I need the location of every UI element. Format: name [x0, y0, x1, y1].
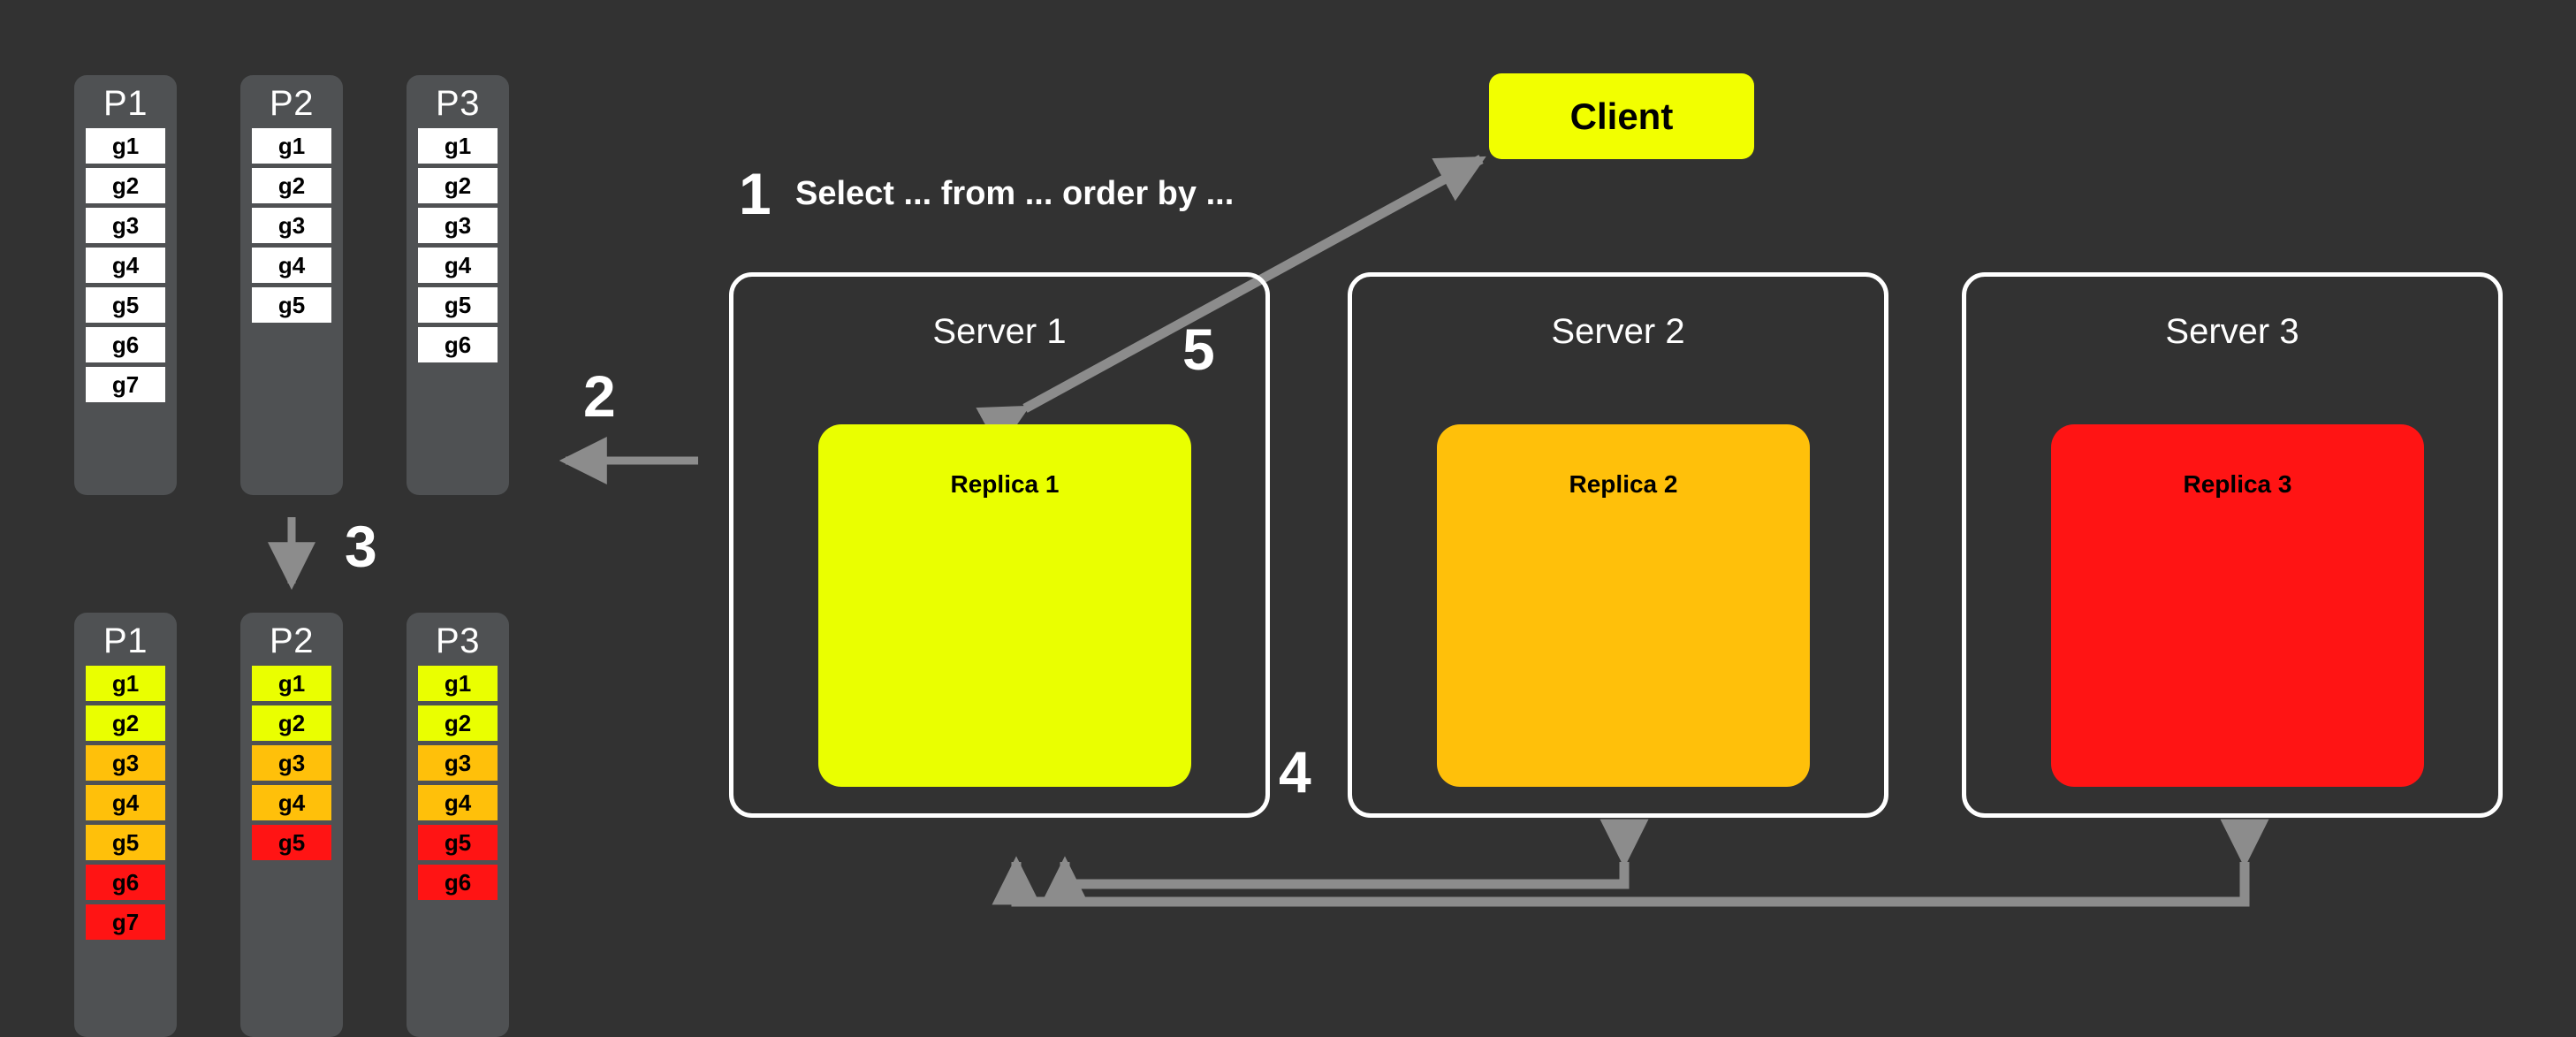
partition-title: P3	[436, 84, 480, 123]
server-title: Server 2	[1551, 312, 1685, 351]
partition-cell[interactable]: g6	[86, 865, 165, 900]
partition-card-top-p3[interactable]: P3 g1 g2 g3 g4 g5 g6	[407, 75, 509, 495]
partition-cell[interactable]: g6	[418, 327, 498, 362]
server-title: Server 3	[2165, 312, 2299, 351]
partition-cells: g1 g2 g3 g4 g5	[252, 666, 331, 865]
replica-box-1[interactable]: Replica 1	[818, 424, 1191, 787]
partition-cell[interactable]: g2	[418, 705, 498, 741]
partition-cell[interactable]: g2	[418, 168, 498, 203]
partition-title: P1	[103, 621, 148, 660]
step-1-query-label: Select ... from ... order by ...	[795, 175, 1235, 212]
replica-box-2[interactable]: Replica 2	[1437, 424, 1810, 787]
server-box-2[interactable]: Server 2 Replica 2	[1348, 272, 1888, 818]
partition-cell[interactable]: g3	[252, 208, 331, 243]
replica-label: Replica 1	[950, 470, 1060, 498]
partition-cells: g1 g2 g3 g4 g5 g6 g7	[86, 666, 165, 944]
partition-cell[interactable]: g5	[252, 287, 331, 323]
step-number-2: 2	[583, 363, 616, 429]
partition-card-bottom-p3[interactable]: P3 g1 g2 g3 g4 g5 g6	[407, 613, 509, 1037]
partition-cell[interactable]: g1	[252, 128, 331, 164]
partition-cell[interactable]: g4	[252, 785, 331, 820]
partition-title: P2	[270, 621, 314, 660]
partition-cell[interactable]: g5	[418, 825, 498, 860]
partition-cell[interactable]: g4	[418, 785, 498, 820]
partition-cell[interactable]: g7	[86, 367, 165, 402]
partition-cell[interactable]: g4	[418, 248, 498, 283]
partition-cell[interactable]: g4	[86, 248, 165, 283]
partition-cell[interactable]: g2	[86, 705, 165, 741]
partition-cells: g1 g2 g3 g4 g5 g6 g7	[86, 128, 165, 407]
partition-title: P2	[270, 84, 314, 123]
server-box-1[interactable]: Server 1 Replica 1	[729, 272, 1270, 818]
partition-title: P1	[103, 84, 148, 123]
client-label: Client	[1569, 95, 1674, 137]
partition-cell[interactable]: g6	[86, 327, 165, 362]
server-box-3[interactable]: Server 3 Replica 3	[1962, 272, 2503, 818]
partition-cell[interactable]: g3	[86, 208, 165, 243]
partition-card-top-p1[interactable]: P1 g1 g2 g3 g4 g5 g6 g7	[74, 75, 177, 495]
partition-cell[interactable]: g2	[252, 168, 331, 203]
partition-card-bottom-p2[interactable]: P2 g1 g2 g3 g4 g5	[240, 613, 343, 1037]
replica-label: Replica 3	[2183, 470, 2292, 498]
partition-cell[interactable]: g1	[86, 666, 165, 701]
partition-cell[interactable]: g3	[418, 745, 498, 781]
partition-cell[interactable]: g5	[252, 825, 331, 860]
partition-cell[interactable]: g1	[86, 128, 165, 164]
partition-cell[interactable]: g1	[418, 666, 498, 701]
partition-cell[interactable]: g6	[418, 865, 498, 900]
partition-cell[interactable]: g4	[252, 248, 331, 283]
step-number-4: 4	[1279, 739, 1311, 804]
client-box[interactable]: Client	[1489, 73, 1754, 159]
partition-cells: g1 g2 g3 g4 g5	[252, 128, 331, 327]
step-number-5: 5	[1182, 316, 1215, 382]
partition-cell[interactable]: g3	[418, 208, 498, 243]
step-number-1: 1	[739, 161, 771, 226]
step-number-3: 3	[345, 514, 377, 579]
partition-cell[interactable]: g2	[252, 705, 331, 741]
partition-cells: g1 g2 g3 g4 g5 g6	[418, 666, 498, 904]
partition-cell[interactable]: g1	[418, 128, 498, 164]
server-title: Server 1	[932, 312, 1067, 351]
arrow-step-4	[992, 819, 2269, 907]
replica-label: Replica 2	[1569, 470, 1678, 498]
partition-cell[interactable]: g2	[86, 168, 165, 203]
partition-cell[interactable]: g5	[86, 287, 165, 323]
replica-box-3[interactable]: Replica 3	[2051, 424, 2424, 787]
partition-card-bottom-p1[interactable]: P1 g1 g2 g3 g4 g5 g6 g7	[74, 613, 177, 1037]
partition-cell[interactable]: g5	[86, 825, 165, 860]
partition-title: P3	[436, 621, 480, 660]
partition-cell[interactable]: g3	[252, 745, 331, 781]
partition-card-top-p2[interactable]: P2 g1 g2 g3 g4 g5	[240, 75, 343, 495]
partition-cell[interactable]: g1	[252, 666, 331, 701]
partition-cell[interactable]: g4	[86, 785, 165, 820]
partition-cell[interactable]: g3	[86, 745, 165, 781]
partition-cell[interactable]: g7	[86, 904, 165, 940]
partition-cells: g1 g2 g3 g4 g5 g6	[418, 128, 498, 367]
partition-cell[interactable]: g5	[418, 287, 498, 323]
